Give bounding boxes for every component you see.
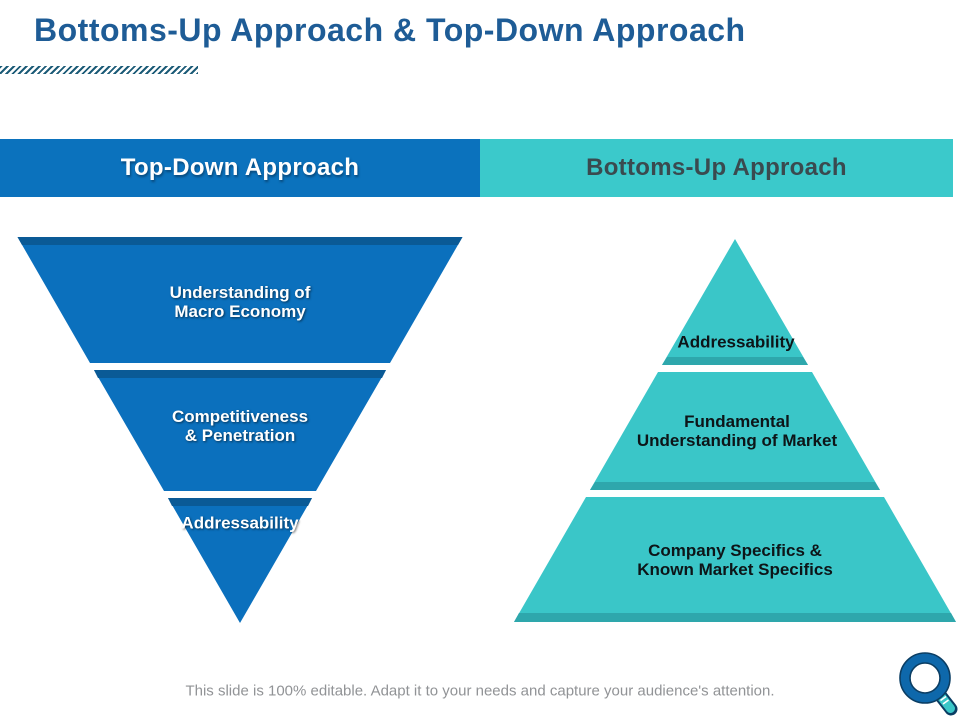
top-down-level-3-label: Addressability <box>181 513 299 533</box>
tab-top-down-label: Top-Down Approach <box>120 154 360 181</box>
top-down-level-2 <box>94 370 386 491</box>
title-underline-hatch <box>0 66 198 74</box>
bottoms-up-level-1 <box>662 239 808 365</box>
bottoms-up-level-2-shadow <box>590 482 880 490</box>
top-down-level-2-shadow <box>94 370 386 378</box>
page-title: Bottoms-Up Approach & Top-Down Approach <box>34 12 746 48</box>
top-down-level-1-label: Understanding of Macro Economy <box>169 283 311 321</box>
top-down-level-1-shadow <box>17 237 463 245</box>
top-down-level-3 <box>168 498 312 623</box>
bottoms-up-level-1-label: Addressability <box>677 332 795 352</box>
tab-bottoms-up-approach: Bottoms-Up Approach <box>480 139 953 197</box>
bottoms-up-level-3-shadow <box>514 613 956 622</box>
top-down-level-2-label: Competitiveness & Penetration <box>171 407 309 445</box>
tab-bottoms-up-label: Bottoms-Up Approach <box>586 154 847 181</box>
magnifier-icon <box>899 652 958 716</box>
bottoms-up-level-3-label: Company Specifics & Known Market Specifi… <box>637 541 833 579</box>
bottoms-up-level-2-label: Fundamental Understanding of Market <box>636 412 838 450</box>
top-down-level-3-shadow <box>168 498 312 506</box>
bottoms-up-level-3 <box>514 497 956 622</box>
bottoms-up-level-1-shadow <box>662 357 808 365</box>
tab-top-down-approach: Top-Down Approach <box>0 139 480 197</box>
bottoms-up-level-2 <box>590 372 880 490</box>
top-down-level-1 <box>17 237 463 363</box>
footer-note: This slide is 100% editable. Adapt it to… <box>185 682 775 700</box>
